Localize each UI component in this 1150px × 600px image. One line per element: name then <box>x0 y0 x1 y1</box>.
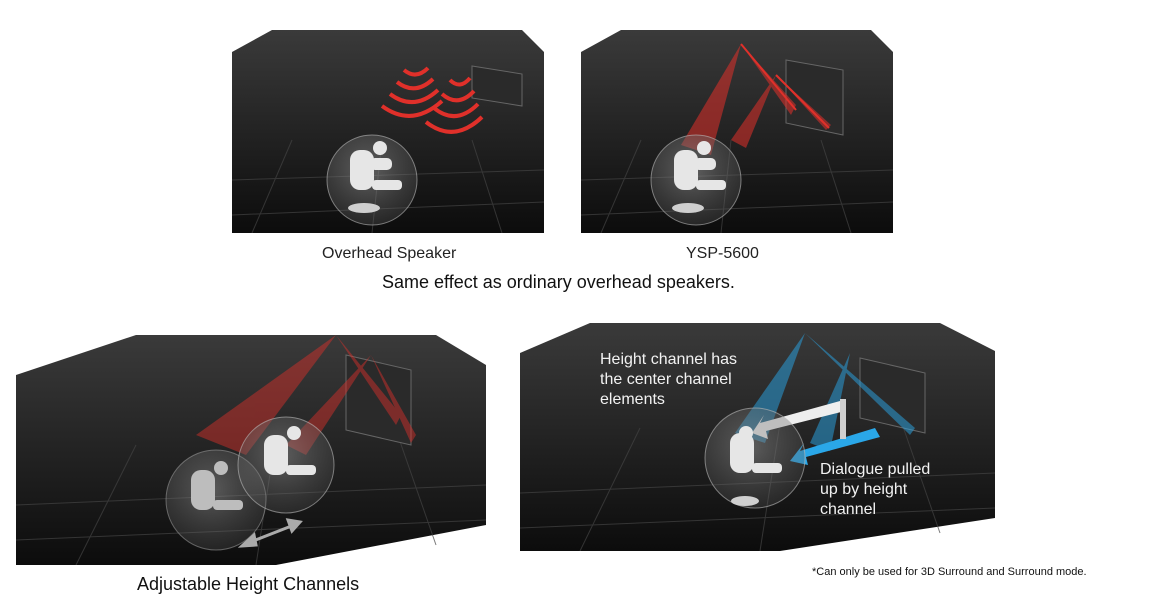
annotation-line: channel <box>820 501 877 518</box>
footnote: *Can only be used for 3D Surround and Su… <box>812 566 1087 578</box>
arrow-icon <box>752 399 880 465</box>
ysp-illustration <box>581 30 893 233</box>
seated-listener-icon <box>672 141 726 213</box>
adjustable-height-caption: Adjustable Height Channels <box>137 574 360 594</box>
annotation-line: elements <box>600 391 665 408</box>
height-channel-illustration <box>520 323 995 551</box>
soundbar-icon <box>785 59 844 136</box>
seated-listener-icon <box>191 461 243 510</box>
overhead-speaker-illustration <box>232 30 544 233</box>
overhead-speaker-caption: Overhead Speaker <box>322 245 457 262</box>
overhead-speaker-icon <box>380 66 484 134</box>
annotation-line: up by height <box>820 481 908 498</box>
soundbar-icon <box>345 354 412 446</box>
same-effect-caption: Same effect as ordinary overhead speaker… <box>382 272 735 292</box>
ysp-model-caption: YSP-5600 <box>686 245 759 262</box>
dialogue-annotation: Dialogue pulled up by height channel <box>820 460 930 520</box>
seated-listener-icon <box>730 426 782 506</box>
height-channel-annotation: Height channel has the center channel el… <box>600 350 737 410</box>
adjustable-height-illustration <box>16 335 486 565</box>
seated-listener-icon <box>264 426 316 475</box>
double-arrow-icon <box>237 518 303 548</box>
seated-listener-icon <box>348 141 402 213</box>
soundbar-icon <box>859 357 926 434</box>
annotation-line: the center channel <box>600 371 732 388</box>
soundbar-icon <box>471 65 523 107</box>
annotation-line: Height channel has <box>600 351 737 368</box>
annotation-line: Dialogue pulled <box>820 461 931 478</box>
